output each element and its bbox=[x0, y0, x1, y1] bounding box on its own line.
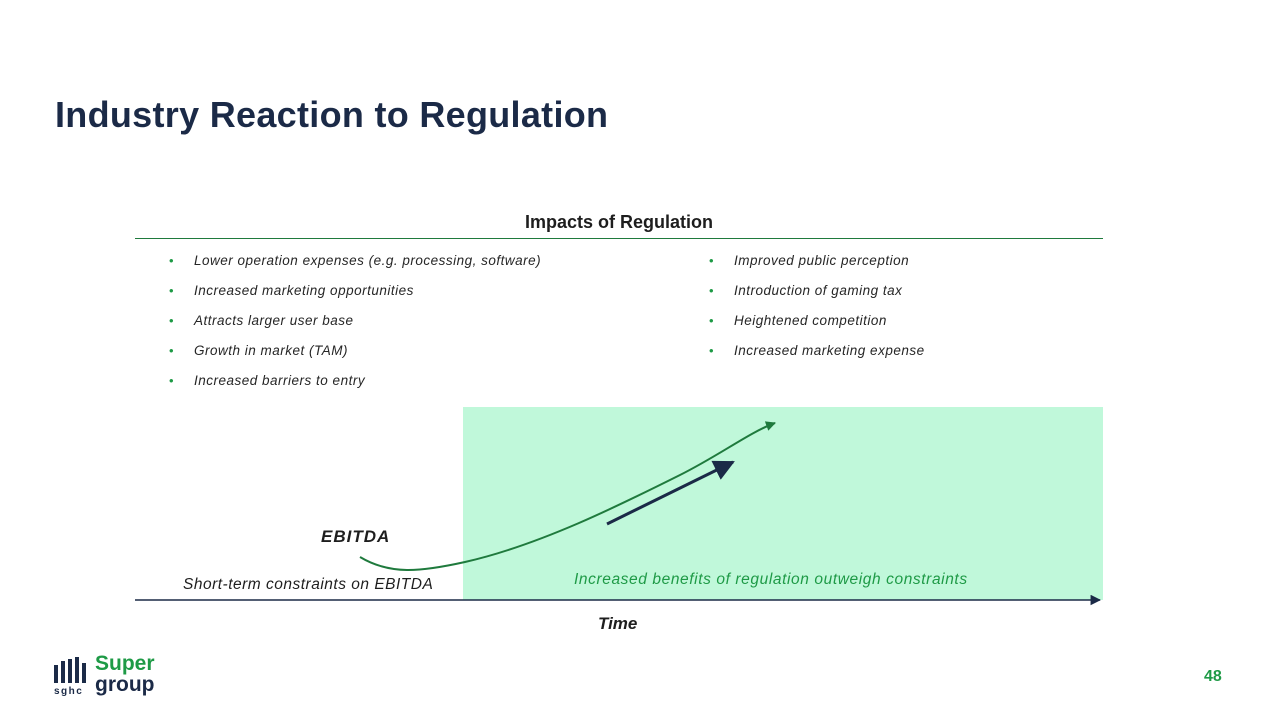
list-item: • Improved public perception bbox=[709, 252, 925, 282]
bullet-dot-icon: • bbox=[709, 343, 715, 358]
bullet-text: Introduction of gaming tax bbox=[734, 283, 903, 298]
bullet-dot-icon: • bbox=[169, 253, 175, 268]
bullet-text: Increased barriers to entry bbox=[194, 373, 366, 388]
list-item: • Increased marketing opportunities bbox=[169, 282, 541, 312]
bullet-text: Attracts larger user base bbox=[194, 313, 354, 328]
list-item: • Increased barriers to entry bbox=[169, 372, 541, 402]
benefit-zone-highlight bbox=[463, 407, 1103, 600]
list-item: • Heightened competition bbox=[709, 312, 925, 342]
bullet-text: Increased marketing opportunities bbox=[194, 283, 414, 298]
bullet-dot-icon: • bbox=[709, 253, 715, 268]
bullet-dot-icon: • bbox=[169, 343, 175, 358]
trend-arrow bbox=[606, 460, 735, 526]
ebitda-label: EBITDA bbox=[321, 527, 391, 546]
ebitda-curve bbox=[359, 421, 776, 571]
logo-ticker: sghc bbox=[54, 686, 84, 697]
bullet-dot-icon: • bbox=[169, 373, 175, 388]
bullet-dot-icon: • bbox=[709, 283, 715, 298]
impacts-divider bbox=[135, 238, 1103, 239]
super-group-logo: sghc Super group bbox=[54, 652, 174, 705]
bullet-text: Increased marketing expense bbox=[734, 343, 925, 358]
bullet-dot-icon: • bbox=[169, 283, 175, 298]
bullet-text: Heightened competition bbox=[734, 313, 887, 328]
bullet-text: Improved public perception bbox=[734, 253, 910, 268]
slide-title: Industry Reaction to Regulation bbox=[55, 94, 609, 135]
bullet-text: Growth in market (TAM) bbox=[194, 343, 349, 358]
short-term-constraints-label: Short-term constraints on EBITDA bbox=[183, 576, 434, 593]
benefits-label: Increased benefits of regulation outweig… bbox=[574, 571, 968, 588]
bullet-text: Lower operation expenses (e.g. processin… bbox=[194, 253, 542, 268]
bullet-dot-icon: • bbox=[169, 313, 175, 328]
positive-impacts-list: • Lower operation expenses (e.g. processi… bbox=[169, 252, 541, 402]
list-item: • Increased marketing expense bbox=[709, 342, 925, 372]
sghc-bars-logo-icon bbox=[54, 657, 88, 683]
list-item: • Attracts larger user base bbox=[169, 312, 541, 342]
page-number: 48 bbox=[1204, 668, 1222, 685]
bullet-dot-icon: • bbox=[709, 313, 715, 328]
negative-impacts-list: • Improved public perception • Introductio… bbox=[709, 252, 925, 372]
time-axis-label: Time bbox=[598, 614, 638, 633]
list-item: • Growth in market (TAM) bbox=[169, 342, 541, 372]
list-item: • Introduction of gaming tax bbox=[709, 282, 925, 312]
list-item: • Lower operation expenses (e.g. processi… bbox=[169, 252, 541, 282]
logo-wordmark-secondary: group bbox=[95, 673, 155, 696]
logo-wordmark-primary: Super bbox=[95, 652, 155, 675]
impacts-heading: Impacts of Regulation bbox=[524, 212, 713, 232]
